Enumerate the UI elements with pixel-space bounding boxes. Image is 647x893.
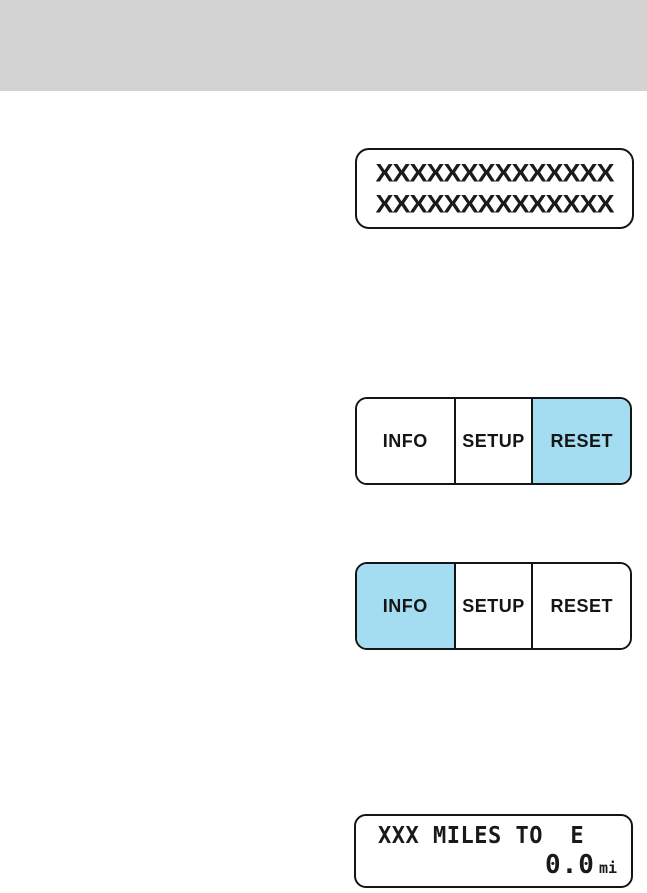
setup-button[interactable]: SETUP: [453, 399, 532, 483]
message-center-display: XXXXXXXXXXXXXX XXXXXXXXXXXXXX: [355, 148, 634, 229]
reset-button[interactable]: RESET: [531, 564, 630, 648]
info-button-label: INFO: [382, 430, 428, 451]
display-line-2: XXXXXXXXXXXXXX: [375, 189, 614, 218]
button-bar-reset-active: INFO SETUP RESET: [355, 397, 632, 485]
info-button-label: INFO: [382, 595, 428, 616]
reset-button-label: RESET: [550, 430, 613, 451]
miles-to-empty-line: XXX MILES TO E: [378, 823, 585, 850]
fuel-range-display: XXX MILES TO E 0.0 mi: [354, 814, 633, 888]
setup-button-label: SETUP: [462, 595, 525, 616]
info-button[interactable]: INFO: [357, 399, 454, 483]
info-button[interactable]: INFO: [357, 564, 454, 648]
distance-value: 0.0: [544, 850, 595, 880]
page-header-band: [0, 0, 647, 91]
setup-button-label: SETUP: [462, 430, 525, 451]
reset-button-label: RESET: [550, 595, 613, 616]
button-bar-info-active: INFO SETUP RESET: [355, 562, 632, 650]
distance-readout: 0.0 mi: [545, 850, 617, 880]
setup-button[interactable]: SETUP: [453, 564, 532, 648]
distance-unit: mi: [598, 859, 617, 877]
reset-button[interactable]: RESET: [531, 399, 630, 483]
display-line-1: XXXXXXXXXXXXXX: [375, 158, 614, 187]
